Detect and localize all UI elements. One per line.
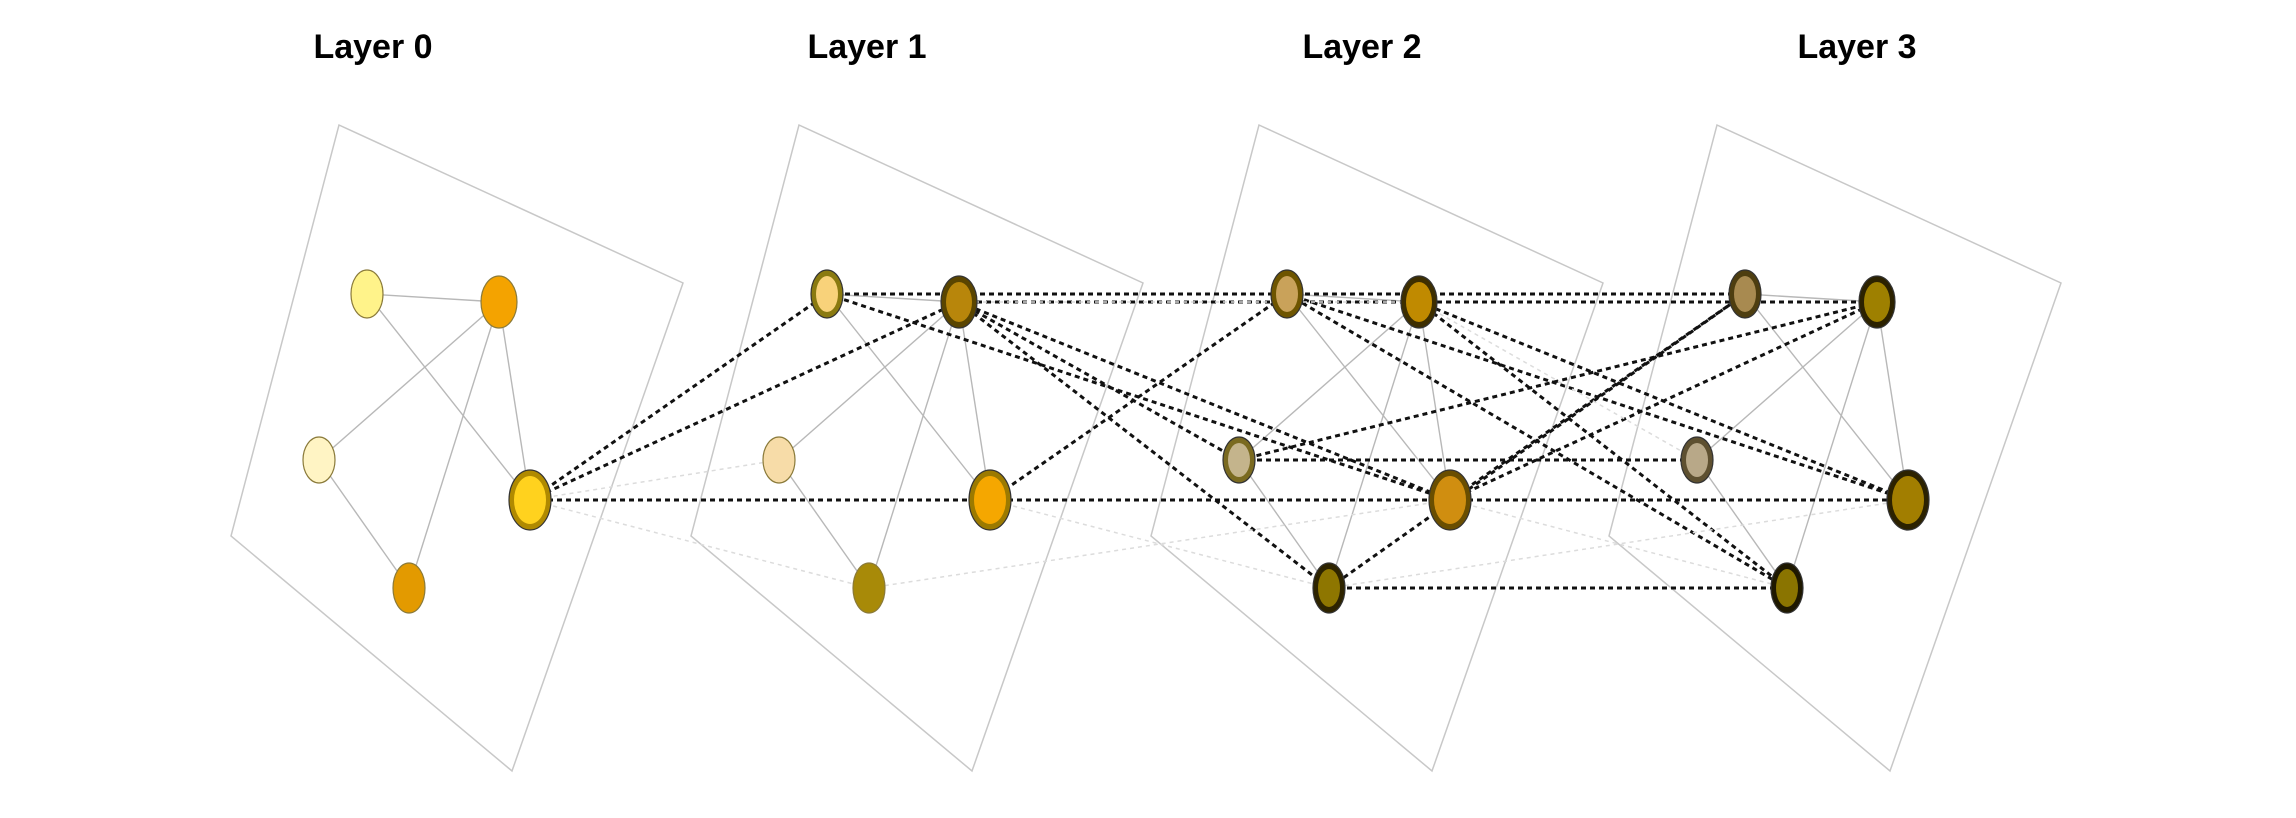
layer-1-plane [690, 123, 1144, 773]
layer-0-edge-n2-n5 [408, 301, 500, 589]
layer-0-node-n2 [480, 275, 518, 329]
layer-3-node-n1 [1728, 269, 1762, 319]
layer-3-node-n3 [1680, 436, 1714, 484]
inter-layer-edge-faint [989, 499, 1330, 589]
inter-layer-edge-faint [1328, 499, 1909, 589]
layer-2-edge-n1-n4 [1286, 293, 1451, 501]
inter-layer-edge-faint [868, 499, 1451, 589]
layer-1-node-n4 [968, 469, 1012, 531]
layer-0-node-n1 [350, 269, 384, 319]
layer-0-node-n5 [392, 562, 426, 614]
inter-layer-edge [826, 292, 1451, 502]
intra-layer-edges [318, 293, 1909, 589]
inter-layer-edge [1449, 300, 1878, 502]
inter-layer-edges [529, 292, 1909, 590]
layer-3-edge-n2-n3 [1696, 301, 1878, 461]
inter-layer-edge [958, 300, 1240, 462]
layer-1-edge-n3-n5 [778, 459, 870, 589]
layer-2-node-n4 [1428, 469, 1472, 531]
layer-2-plane [1150, 123, 1604, 773]
layer-planes [230, 123, 2062, 773]
inter-layer-edge-faint [1418, 301, 1698, 461]
layer-0-node-n3 [302, 436, 336, 484]
layer-1-edge-n2-n5 [868, 301, 960, 589]
layer-0-node-n4 [508, 469, 552, 531]
layer-3-edge-n3-n5 [1696, 459, 1788, 589]
inter-layer-edge [529, 300, 960, 502]
layer-2-title: Layer 2 [1302, 28, 1422, 66]
layer-2-node-n3 [1222, 436, 1256, 484]
inter-layer-edge [1238, 300, 1878, 462]
layer-2-edge-n2-n5 [1328, 301, 1420, 589]
nodes [302, 269, 1930, 614]
layer-3-plane [1608, 123, 2062, 773]
layer-2-edge-n2-n4 [1418, 301, 1451, 501]
layer-0-edge-n1-n4 [366, 293, 531, 501]
layer-2-edge-n2-n3 [1238, 301, 1420, 461]
inter-layer-edge [1449, 292, 1746, 502]
layer-3-node-n5 [1770, 562, 1804, 614]
layer-1-node-n5 [852, 562, 886, 614]
layer-0-edge-n2-n3 [318, 301, 500, 461]
layer-0-edge-n2-n4 [498, 301, 531, 501]
layer-2-edge-n3-n5 [1238, 459, 1330, 589]
inter-layer-edge [958, 300, 1451, 502]
layer-3-title: Layer 3 [1797, 28, 1917, 66]
layer-1-title: Layer 1 [807, 28, 927, 66]
layer-1-edge-n2-n3 [778, 301, 960, 461]
layer-2-node-n1 [1270, 269, 1304, 319]
inter-layer-edge-faint [1449, 499, 1788, 589]
inter-layer-edge [1418, 300, 1788, 590]
layer-1-node-n3 [762, 436, 796, 484]
layer-3-node-n2 [1858, 275, 1896, 329]
layer-3-edge-n2-n5 [1786, 301, 1878, 589]
inter-layer-edge [529, 292, 828, 502]
inter-layer-edge-faint [529, 499, 870, 589]
layer-2-node-n5 [1312, 562, 1346, 614]
layer-1-node-n1 [810, 269, 844, 319]
layer-0-plane [230, 123, 684, 773]
layer-1-node-n2 [940, 275, 978, 329]
layer-3-node-n4 [1886, 469, 1930, 531]
layer-1-edge-n1-n4 [826, 293, 991, 501]
layer-0-title: Layer 0 [313, 28, 433, 66]
layer-3-edge-n2-n4 [1876, 301, 1909, 501]
layer-0-edge-n1-n2 [366, 293, 500, 303]
inter-layer-edge-faint [529, 459, 780, 501]
layer-1-edge-n2-n4 [958, 301, 991, 501]
layer-0-edge-n3-n5 [318, 459, 410, 589]
inter-layer-edge [958, 300, 1330, 590]
inter-layer-edge [1286, 292, 1909, 502]
layer-2-node-n2 [1400, 275, 1438, 329]
